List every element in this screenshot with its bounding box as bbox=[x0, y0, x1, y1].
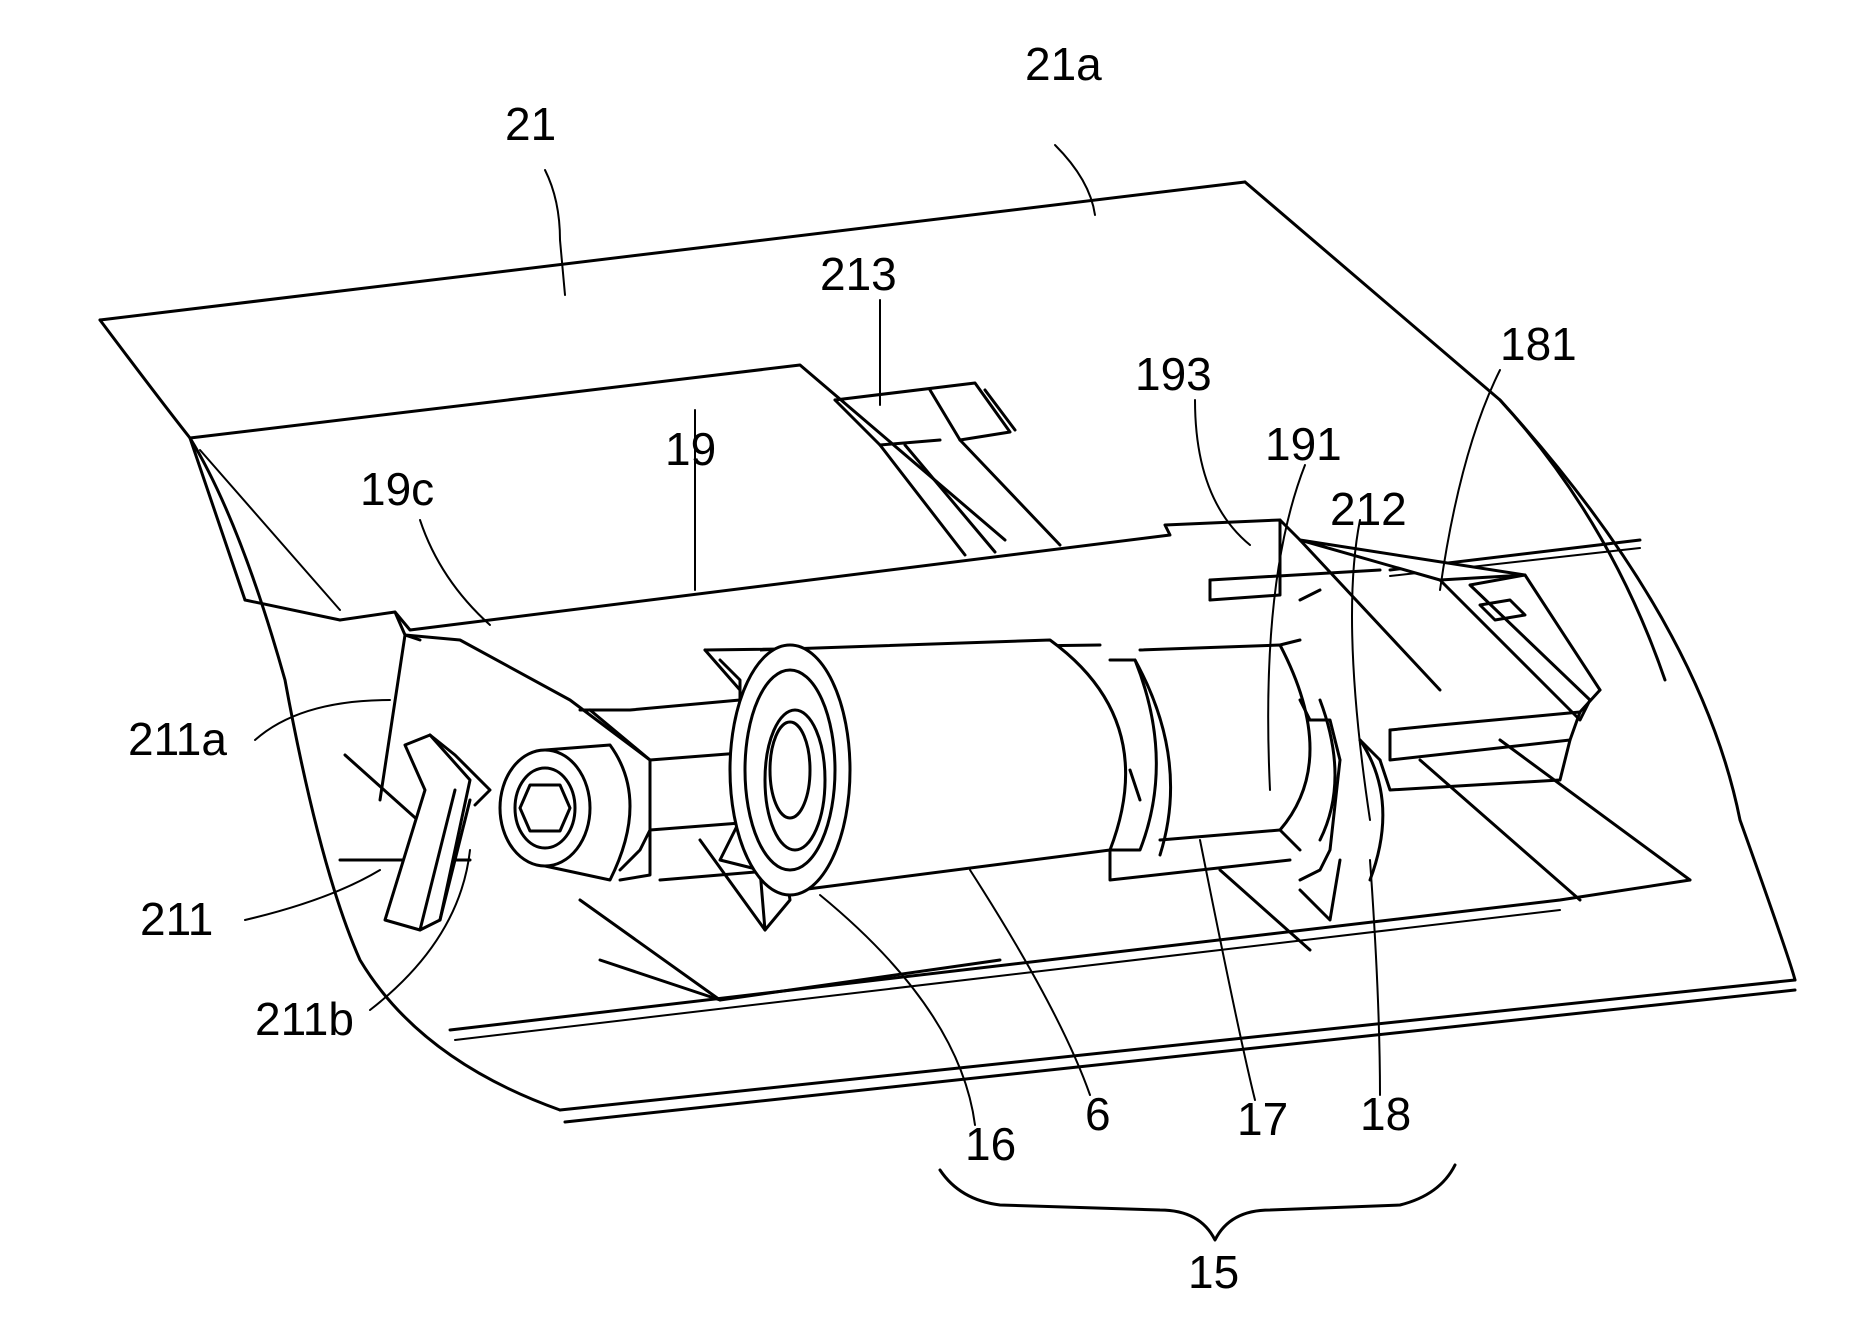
arm-181 bbox=[1300, 540, 1600, 790]
label-193: 193 bbox=[1135, 348, 1212, 400]
brace-15 bbox=[940, 1165, 1455, 1240]
label-211b: 211b bbox=[255, 993, 354, 1045]
slot-213 bbox=[835, 383, 1060, 555]
roller-6 bbox=[705, 640, 1171, 895]
label-181: 181 bbox=[1500, 318, 1577, 370]
label-211a: 211a bbox=[128, 713, 227, 765]
gear-18 bbox=[1300, 700, 1383, 920]
label-19c: 19c bbox=[360, 463, 434, 515]
label-15: 15 bbox=[1188, 1246, 1239, 1298]
label-6: 6 bbox=[1085, 1088, 1111, 1140]
label-16: 16 bbox=[965, 1118, 1016, 1170]
label-17: 17 bbox=[1237, 1093, 1288, 1145]
label-21a: 21a bbox=[1025, 38, 1102, 90]
label-21: 21 bbox=[505, 98, 556, 150]
lever-211 bbox=[385, 735, 490, 930]
shaft-bushing bbox=[500, 710, 650, 880]
label-212: 212 bbox=[1330, 483, 1407, 535]
label-18: 18 bbox=[1360, 1088, 1411, 1140]
label-19: 19 bbox=[665, 423, 716, 475]
label-191: 191 bbox=[1265, 418, 1342, 470]
label-213: 213 bbox=[820, 248, 897, 300]
label-211: 211 bbox=[140, 893, 213, 945]
